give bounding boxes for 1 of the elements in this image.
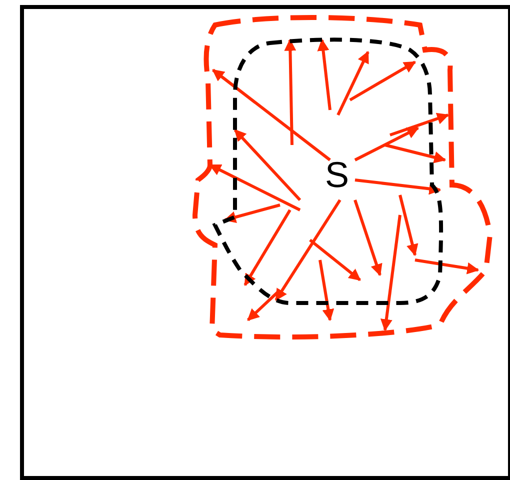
region-label: S [325,157,350,193]
